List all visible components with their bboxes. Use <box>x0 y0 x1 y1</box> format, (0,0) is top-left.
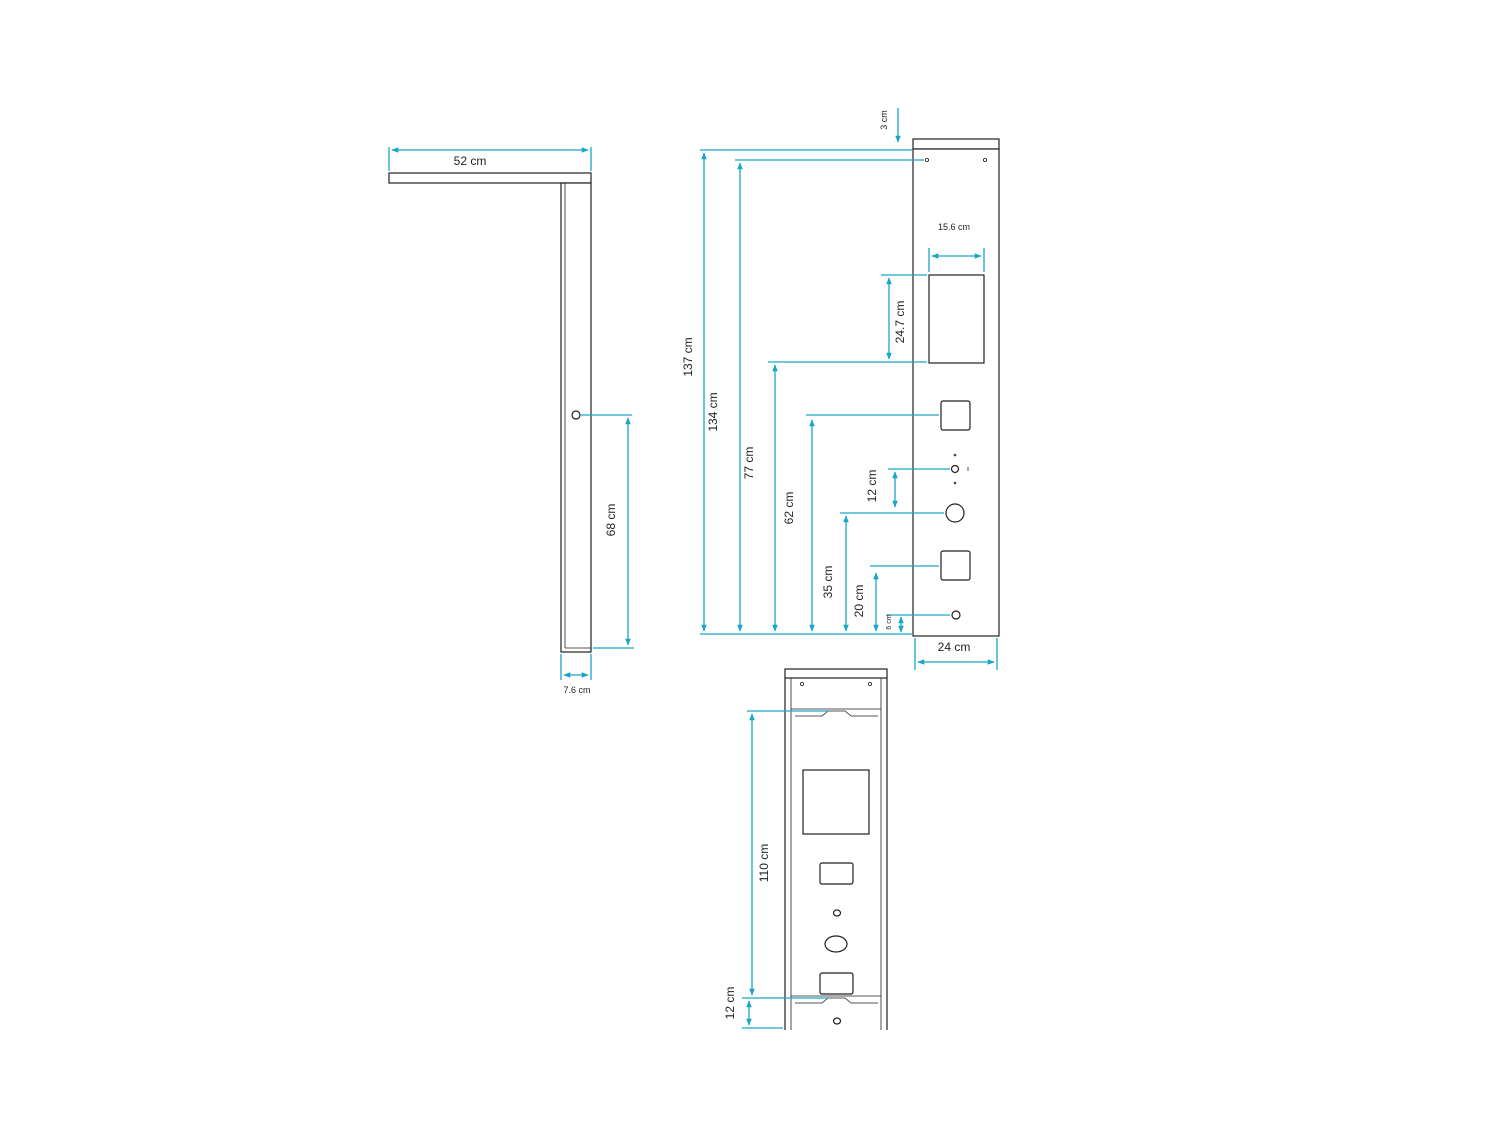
front-panel <box>928 274 985 364</box>
front-cap <box>912 138 1000 150</box>
front-box-1 <box>940 400 971 431</box>
rear-cap <box>784 668 888 679</box>
label-12cm-rear: 12 cm <box>723 987 737 1020</box>
rear-lower-bracket <box>791 995 881 1004</box>
side-view: 52 cm 68 cm 7.6 cm <box>388 147 634 695</box>
label-15-6cm: 15.6 cm <box>938 222 970 232</box>
label-6cm: 6 cm <box>886 614 893 629</box>
label-20cm: 20 cm <box>852 585 866 618</box>
side-column <box>560 182 592 653</box>
rear-view: 110 cm 12 cm <box>723 668 888 1030</box>
front-box-2 <box>940 550 971 581</box>
label-24cm: 24 cm <box>938 640 971 654</box>
label-137cm: 137 cm <box>681 337 695 376</box>
front-view: 3 cm 137 cm 134 cm 15.6 cm 24.7 cm 77 cm… <box>681 108 1000 670</box>
label-62cm: 62 cm <box>782 492 796 525</box>
rear-bottom-hole <box>832 1017 842 1025</box>
rear-upper-bracket <box>791 708 881 717</box>
front-round-button <box>945 503 965 523</box>
label-110cm: 110 cm <box>757 844 771 882</box>
label-24-7cm: 24.7 cm <box>893 301 907 344</box>
rear-box-1 <box>819 862 854 885</box>
label-12cm: 12 cm <box>865 470 879 503</box>
label-134cm: 134 cm <box>706 392 720 431</box>
side-top-arm <box>388 172 592 184</box>
rear-small-hole <box>832 909 842 917</box>
label-68cm: 68 cm <box>604 504 618 537</box>
rear-box-2 <box>819 972 854 995</box>
rear-panel <box>802 769 870 835</box>
front-column <box>912 148 1000 637</box>
front-top-hole-left <box>925 157 930 162</box>
front-top-hole-right <box>983 157 988 162</box>
label-3cm: 3 cm <box>879 110 889 130</box>
front-small-hole <box>950 464 960 474</box>
label-7-6cm: 7.6 cm <box>563 685 590 695</box>
label-52cm: 52 cm <box>454 154 487 168</box>
label-35cm: 35 cm <box>821 566 835 599</box>
rear-round-button <box>824 935 848 953</box>
label-77cm: 77 cm <box>742 447 756 480</box>
front-bottom-hole <box>951 610 961 620</box>
